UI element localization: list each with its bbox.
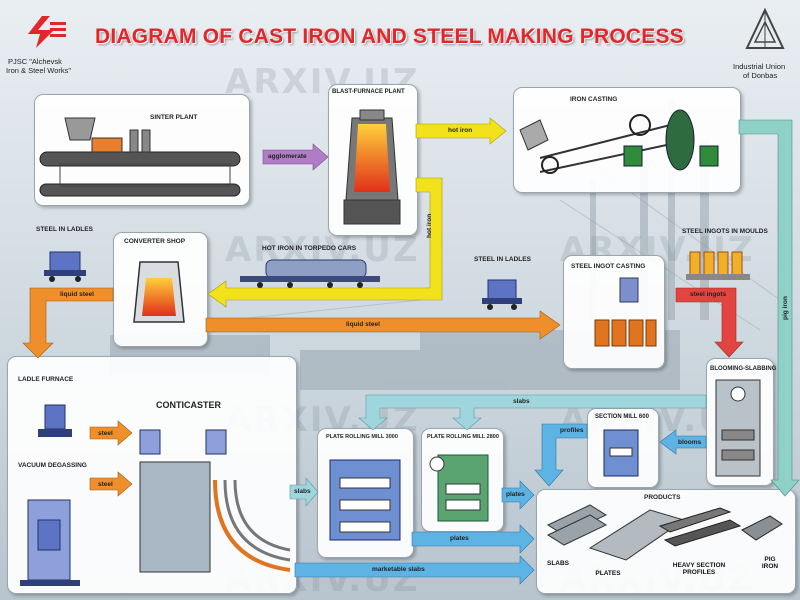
section-mill-icon [603,429,639,477]
product-plates-icon [588,509,686,561]
label-iron-casting: IRON CASTING [570,96,618,103]
blooming-mill-icon [715,379,761,477]
products-box [536,489,796,594]
iron-casting-box [513,87,741,193]
flow-label-slabs-top: slabs [513,398,530,405]
flow-label-profiles: profiles [560,427,584,434]
label-products: PRODUCTS [644,494,681,501]
torpedo-cars-icon [240,259,380,288]
flow-label-slabs-conticaster: slabs [294,488,311,495]
ladle-furnace-icon [38,404,72,437]
flow-label-steel-vacuum: steel [98,481,113,488]
company-name-right-line2: of Donbas [743,71,778,80]
company-name-right-line1: Industrial Union [733,62,786,71]
liquid-steel-arrow-long [205,310,561,340]
product-pig-iron-icon [741,515,783,541]
plates-arrow-2800 [501,480,535,510]
flow-label-pig-iron: pig iron [782,296,789,320]
label-section-mill: SECTION MILL 600 [595,414,649,420]
vacuum-degassing-icon [20,499,80,586]
ingot-casting-icon [594,277,657,347]
label-steel-in-ladles-mid: STEEL IN LADLES [474,256,531,263]
ladle-car-icon-mid [482,279,522,310]
liquid-steel-arrow-left [22,287,114,359]
label-blooming: BLOOMING-SLABBING [710,366,777,372]
ingot-moulds-icon [686,251,750,280]
slabs-arrow-top [358,394,707,431]
flow-label-steel-ladle: steel [98,430,113,437]
flow-label-liquid-steel-left: liquid steel [60,291,94,298]
hot-iron-arrow-vertical [207,177,443,308]
label-plate-mill-2800: PLATE ROLLING MILL 2800 [427,434,499,440]
plates-arrow-bottom [411,524,535,554]
conticaster-icon [139,429,291,573]
plate-mill-3000-icon [329,459,401,541]
company-name-left-line2: Iron & Steel Works" [6,66,72,75]
flow-label-marketable-slabs: marketable slabs [372,566,425,573]
slabs-arrow-conticaster [289,477,319,507]
label-steel-ingots-in-moulds: STEEL INGOTS IN MOULDS [682,228,768,235]
flow-label-liquid-steel-long: liquid steel [346,321,380,328]
plate-mill-2800-icon [429,454,489,522]
diagram-title: DIAGRAM OF CAST IRON AND STEEL MAKING PR… [95,25,684,48]
agglomerate-arrow [262,143,329,171]
label-steel-ingot-casting: STEEL INGOT CASTING [571,263,646,270]
label-plate-mill-3000: PLATE ROLLING MILL 3000 [326,434,398,440]
label-sinter-plant: SINTER PLANT [150,114,198,121]
steel-ingots-arrow [675,287,744,358]
label-blast-furnace: BLAST-FURNACE PLANT [332,89,405,95]
label-vacuum-degassing: VACUUM DEGASSING [18,462,87,469]
product-label-pig-iron: PIG IRON [761,556,779,570]
flow-label-hot-iron-top: hot iron [448,127,473,134]
label-converter-shop: CONVERTER SHOP [124,238,186,245]
profiles-arrow [534,423,588,487]
flow-label-plates-bottom: plates [450,535,469,542]
flow-label-hot-iron-vertical: hot iron [426,213,433,238]
ladle-car-icon-left [44,251,86,282]
product-profiles-icon [658,507,742,547]
flow-label-steel-ingots: steel ingots [690,291,727,298]
converter-icon [133,261,185,323]
blooms-arrow [659,429,707,455]
label-ladle-furnace: LADLE FURNACE [18,376,74,383]
label-steel-in-ladles-left: STEEL IN LADLES [36,226,93,233]
pig-iron-arrow [738,119,800,497]
company-logo-left [20,14,70,50]
blast-furnace-icon [343,109,401,225]
flow-label-blooms: blooms [678,439,702,446]
product-label-plates: PLATES [595,570,621,577]
steel-arrow-ladle [89,420,133,446]
flow-label-agglomerate: agglomerate [268,153,307,160]
iud-logo-icon [745,7,785,49]
hot-iron-arrow-top [415,117,507,145]
product-slabs-icon [546,504,608,546]
flow-label-plates-2800: plates [506,491,525,498]
steel-ingot-casting-box [563,255,665,369]
company-name-left-line1: PJSC "Alchevsk [8,57,62,66]
aisw-logo-icon [28,16,66,48]
label-conticaster: CONTICASTER [156,400,221,410]
label-torpedo-cars: HOT IRON IN TORPEDO CARS [262,245,357,252]
sinter-machine-icon [39,117,241,197]
iron-casting-machine-icon [519,109,719,174]
marketable-slabs-arrow [294,555,535,585]
product-label-profiles: HEAVY SECTION PROFILES [672,562,726,576]
company-logo-right [745,7,785,54]
product-label-slabs: SLABS [546,560,570,567]
steel-arrow-vacuum [89,471,133,497]
